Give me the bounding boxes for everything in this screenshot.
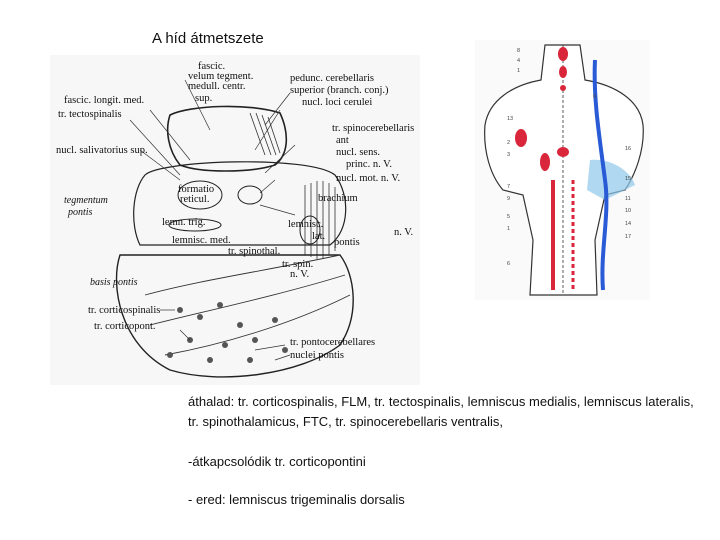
label-medull-centr: medull. centr. [188, 81, 245, 92]
number-label-14: 15 [625, 176, 631, 182]
number-label-3: 1 [517, 68, 520, 74]
label-basis-pontis: basis pontis [90, 277, 138, 288]
label-brachium: brachium [318, 193, 358, 204]
number-label-1: 8 [517, 48, 520, 54]
label-tr-corticospinalis: tr. corticospinalis [88, 305, 160, 316]
label-tegmentum: tegmentum [64, 195, 108, 206]
label-lemnisc: lemnisc. [288, 219, 323, 230]
label-lat: lat. [312, 231, 325, 242]
number-label-5: 13 [507, 116, 513, 122]
label-pontis: pontis [334, 237, 360, 248]
label-tr-pontocerebellares: tr. pontocerebellares [290, 337, 375, 348]
label-superior-branch-conj: superior (branch. conj.) [290, 85, 389, 96]
label-fascic-longit-med: fascic. longit. med. [64, 95, 144, 106]
label-tr-corticopont: tr. corticopont. [94, 321, 156, 332]
red-nucleus-5 [557, 147, 569, 157]
number-label-17: 14 [625, 221, 631, 227]
text-transit-tracts: áthalad: tr. corticospinalis, FLM, tr. t… [188, 392, 708, 432]
label-nucl-mot-n-v: nucl. mot. n. V. [336, 173, 400, 184]
pons-cross-section-figure: fascic. velum tegment. medull. centr. su… [50, 55, 420, 385]
number-label-2: 4 [517, 58, 520, 64]
label-nucl-salivatorius-sup: nucl. salivatorius sup. [56, 145, 148, 156]
label-sup: sup. [195, 93, 212, 104]
text-synapse: -átkapcsolódik tr. corticopontini [188, 452, 708, 472]
red-nucleus-2 [559, 66, 567, 78]
label-tr-spinothal: tr. spinothal. [228, 246, 280, 257]
label-tr-spinocerebellaris: tr. spinocerebellaris [332, 123, 414, 134]
label-n-v: n. V. [394, 227, 413, 238]
number-label-16: 10 [625, 208, 631, 214]
number-label-8: 7 [507, 184, 510, 190]
slide-title: A híd átmetszete [152, 30, 264, 47]
label-nucl-sens: nucl. sens. [336, 147, 380, 158]
text-origin: - ered: lemniscus trigeminalis dorsalis [188, 490, 708, 510]
label-ant: ant [336, 135, 349, 146]
number-label-12: 6 [507, 261, 510, 267]
number-label-9: 9 [507, 196, 510, 202]
number-label-18: 17 [625, 234, 631, 240]
label-nuclei-pontis: nuclei pontis [290, 350, 344, 361]
label-reticul: reticul. [180, 194, 209, 205]
label-pontis-tegmentum: pontis [67, 207, 93, 218]
label-lemn-trig: lemn. trig. [162, 217, 205, 228]
number-label-11: 1 [507, 226, 510, 232]
label-tr-tectospinalis: tr. tectospinalis [58, 109, 122, 120]
number-label-13: 16 [625, 146, 631, 152]
number-label-7: 3 [507, 152, 510, 158]
red-nucleus-6 [540, 153, 550, 171]
red-nucleus-4 [515, 129, 527, 147]
number-label-6: 2 [507, 140, 510, 146]
label-n-v-2: n. V. [290, 269, 309, 280]
label-lemnisc-med: lemnisc. med. [172, 235, 231, 246]
brainstem-colored-figure: 8 4 1 6 13 2 3 7 9 5 1 6 16 15 11 10 14 … [475, 40, 650, 300]
label-nucl-loci-cerulei: nucl. loci cerulei [302, 97, 372, 108]
number-label-4: 6 [593, 94, 596, 100]
number-label-10: 5 [507, 214, 510, 220]
red-nucleus-3 [560, 85, 566, 91]
label-princ-n-v: princ. n. V. [346, 159, 392, 170]
red-nucleus-1 [558, 47, 568, 61]
number-label-15: 11 [625, 196, 631, 202]
label-pedunc-cerebellaris: pedunc. cerebellaris [290, 73, 374, 84]
